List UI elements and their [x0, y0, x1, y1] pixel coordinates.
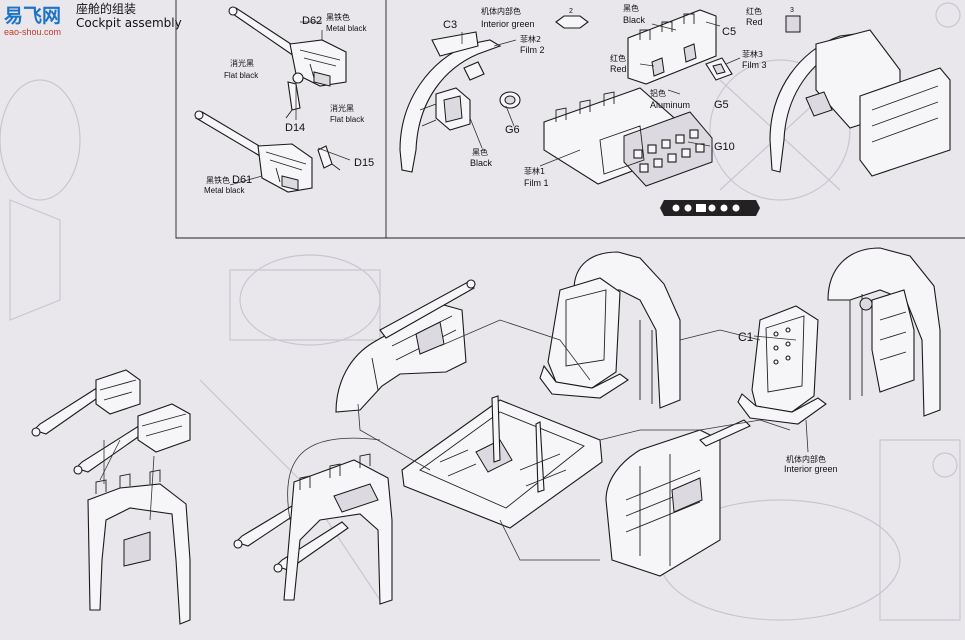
g10-holes: [633, 129, 705, 173]
label-d14: D14: [285, 122, 305, 134]
panel-g10: [543, 87, 713, 187]
seat-c1: [737, 305, 827, 425]
leader-lines-top-left: [229, 21, 351, 186]
seat-and-bulkhead-center: [539, 251, 681, 409]
label-g5: G5: [714, 99, 729, 111]
label-d15-cn: 消光黑: [330, 103, 354, 113]
seat-holes: [773, 327, 791, 365]
label-interior2-cn: 机体内部色: [786, 454, 826, 464]
instrument-panel-assembly: [605, 419, 751, 577]
label-red2-cn: 红色: [610, 53, 626, 63]
label-g6: G6: [505, 124, 520, 136]
instrument-panel-decal: [660, 200, 760, 216]
label-film2-en: Film 2: [520, 45, 545, 55]
label-d62-cn: 黑铁色: [326, 12, 350, 22]
label-alu-en: Aluminum: [650, 100, 690, 110]
label-film3-cn: 菲林3: [742, 49, 763, 59]
title-en: Cockpit assembly: [76, 16, 182, 30]
assembled-frame-top-right: [769, 29, 951, 177]
label-d62: D62: [302, 15, 322, 27]
frame-with-guns-middle: [233, 453, 393, 605]
page-title: 座舱的组装 Cockpit assembly: [76, 2, 182, 30]
frame-c3: [399, 31, 502, 173]
part-d14: [285, 72, 304, 119]
part-g6: [499, 91, 521, 109]
label-interior-en: Interior green: [481, 19, 535, 29]
background-ghost-artwork: [0, 2, 961, 621]
label-interior2-en: Interior green: [784, 464, 838, 474]
label-film2-cn: 菲林2: [520, 34, 541, 44]
label-alu-cn: 铝色: [650, 88, 666, 98]
label-black-en: Black: [470, 158, 493, 168]
logo-text: 易飞网: [4, 5, 61, 27]
label-film1-cn: 菲林1: [524, 166, 545, 176]
label-c5: C5: [722, 26, 736, 38]
step-badge-3: 3: [785, 7, 801, 33]
label-black-cn: 黑色: [472, 147, 488, 157]
guns-lower-left: [31, 369, 191, 475]
film2-part: [463, 61, 485, 81]
label-interior-cn: 机体内部色: [481, 6, 521, 16]
side-frame-upper-middle: [335, 279, 476, 413]
label-c3: C3: [443, 19, 457, 31]
label-d62-en: Metal black: [326, 24, 367, 33]
label-d14-en: Flat black: [224, 71, 259, 80]
gun-d61: [194, 110, 313, 193]
label-red2-en: Red: [610, 64, 627, 74]
gun-d62: [228, 6, 347, 87]
label-d61-cn: 黑铁色: [206, 175, 230, 185]
cockpit-floor: [401, 395, 603, 529]
label-d61-en: Metal black: [204, 186, 245, 195]
leader-lines-top-mid: [461, 32, 517, 149]
site-logo: 易飞网 eao-shou.com: [0, 0, 70, 38]
label-d14-cn: 消光黑: [230, 58, 254, 68]
label-c5-red-en: Red: [746, 17, 763, 27]
label-c1: C1: [738, 330, 754, 344]
step-badge-2: 2: [555, 8, 589, 29]
svg-text:2: 2: [569, 8, 573, 15]
title-cn: 座舱的组装: [76, 2, 137, 16]
leader-lines-top-right: [539, 21, 741, 167]
label-film3-en: Film 3: [742, 60, 767, 70]
frame-lower-left: [87, 469, 191, 625]
inset-frames: [175, 0, 965, 239]
part-d15: [317, 145, 341, 171]
frame-right-c1: [827, 247, 941, 417]
logo-url: eao-shou.com: [4, 27, 61, 37]
label-d15-en: Flat black: [330, 115, 365, 124]
assembly-guide-lines: [99, 319, 791, 561]
label-d15: D15: [354, 157, 374, 169]
label-film1-en: Film 1: [524, 178, 549, 188]
leader-lines-lower-left: [103, 440, 155, 521]
label-c5-black-en: Black: [623, 15, 646, 25]
leader-lines-right: [753, 335, 809, 453]
svg-text:3: 3: [790, 7, 794, 14]
label-c5-red-cn: 红色: [746, 6, 762, 16]
label-d61: D61: [232, 174, 252, 186]
label-g10: G10: [714, 141, 735, 153]
label-c5-black-cn: 黑色: [623, 3, 639, 13]
part-g5: [705, 57, 733, 81]
